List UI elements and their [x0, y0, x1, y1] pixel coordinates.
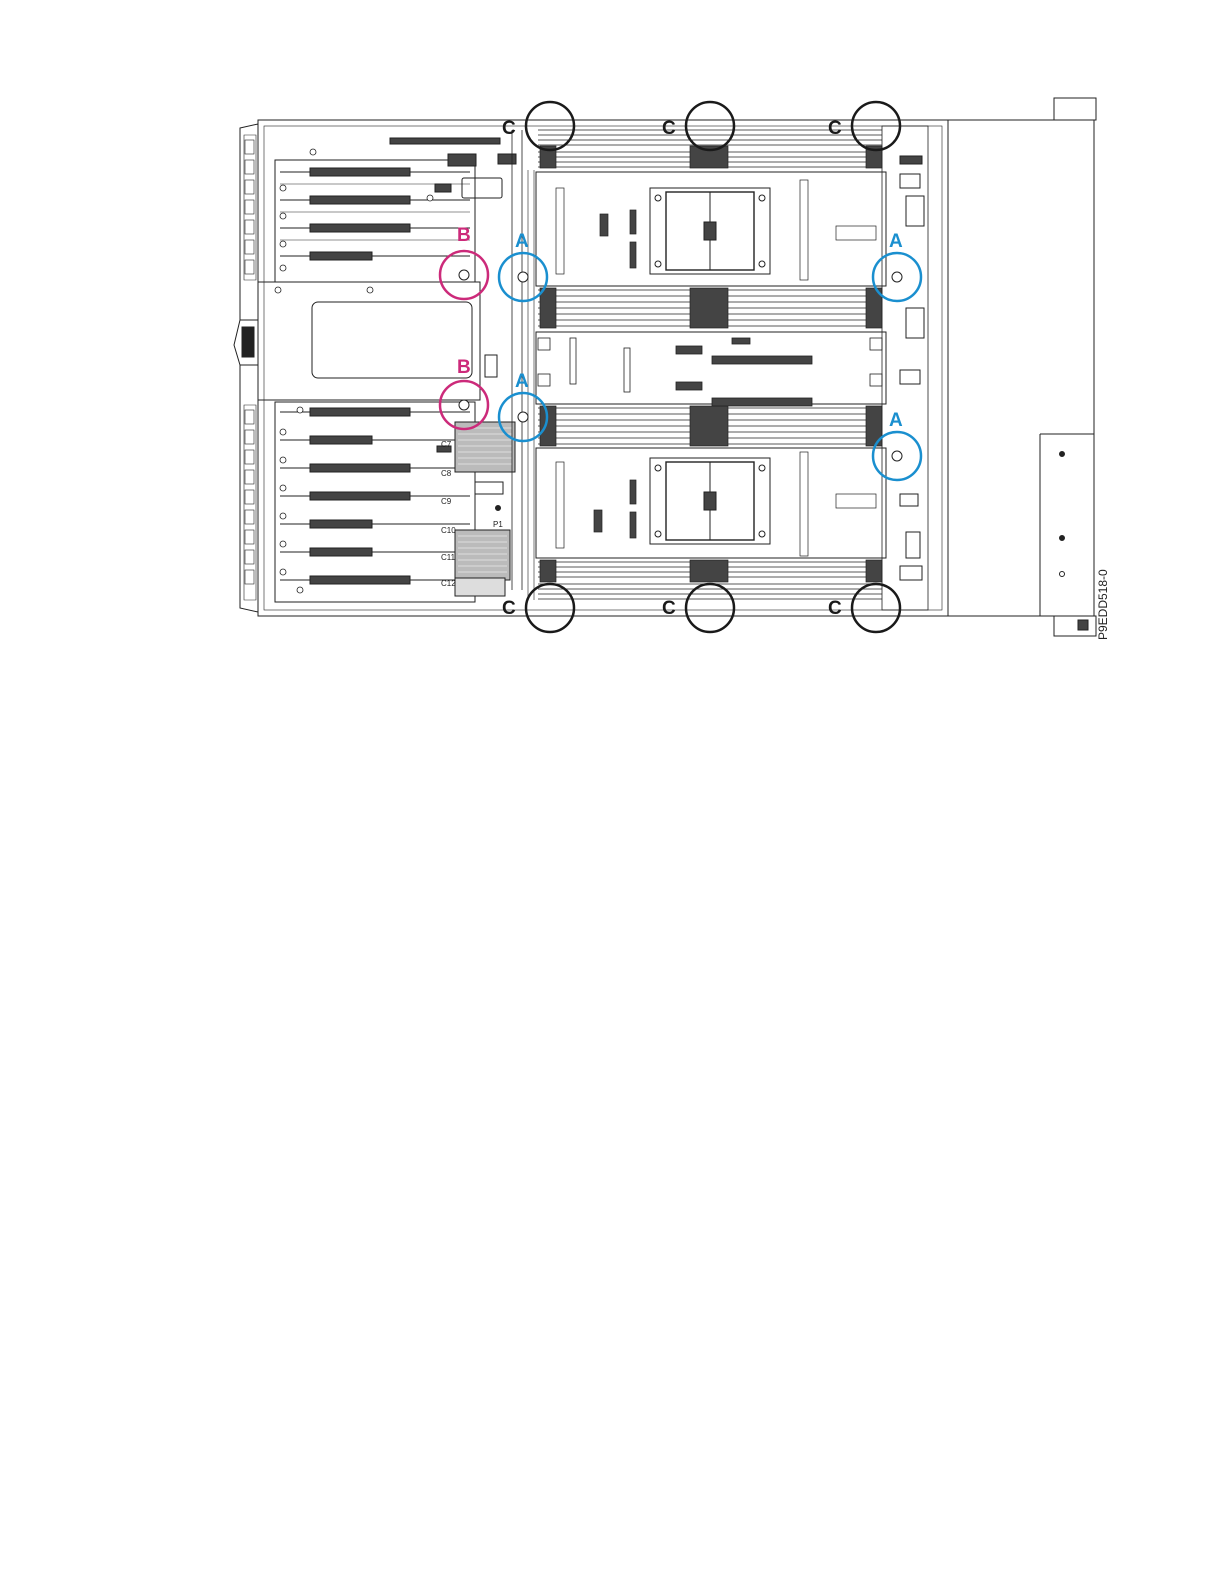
- callout-c4-circle: [526, 584, 574, 632]
- label-c10: C10: [441, 526, 456, 535]
- vrm-right-upper: [800, 180, 808, 280]
- connector-top: [462, 178, 502, 198]
- callout-c6-circle: [852, 584, 900, 632]
- callout-c4-letter: C: [502, 598, 516, 619]
- center-board: [536, 332, 886, 404]
- label-c11: C11: [441, 553, 456, 562]
- label-p1: P1: [493, 520, 503, 529]
- processor-socket-lower: [650, 458, 770, 544]
- callout-c1-letter: C: [502, 118, 516, 139]
- upper-pcie-cage: [275, 160, 475, 282]
- callout-a4-letter: A: [889, 410, 903, 431]
- callout-c6-letter: C: [828, 598, 842, 619]
- callout-b1-letter: B: [457, 225, 471, 246]
- chassis-outline: [258, 120, 948, 616]
- left-rear-bracket: [240, 124, 258, 612]
- callout-a1-letter: A: [515, 231, 529, 252]
- heatsink-lower: [455, 530, 510, 580]
- front-handle-bottom: [1054, 616, 1096, 636]
- storage-bay: [258, 282, 480, 400]
- vrm-left-lower: [556, 462, 564, 548]
- figure-id: P9EDD518-0: [1096, 569, 1110, 640]
- storage-bay-window: [312, 302, 472, 378]
- callout-c2-letter: C: [662, 118, 676, 139]
- dimm-bank-middle-lower: [538, 406, 882, 446]
- callout-b2-letter: B: [457, 357, 471, 378]
- dimm-bank-bottom: [538, 560, 882, 599]
- right-cable-channel: [882, 126, 928, 610]
- callout-c5-letter: C: [662, 598, 676, 619]
- label-c7: C7: [441, 440, 452, 449]
- callout-c5-circle: [686, 584, 734, 632]
- callout-c3-letter: C: [828, 118, 842, 139]
- upper-pcie-slots: [280, 168, 470, 260]
- connector: [475, 482, 503, 494]
- dimm-bank-middle-upper: [538, 288, 882, 328]
- processor-socket-upper: [650, 188, 770, 274]
- front-handle-top: [1054, 98, 1096, 120]
- label-c9: C9: [441, 497, 452, 506]
- server-chassis-drawing: C7 C8 C9 C10 C11 C12 P1 A A A A B B C C …: [0, 0, 1224, 700]
- vrm-right-lower: [800, 452, 808, 556]
- system-board-diagram: C7 C8 C9 C10 C11 C12 P1 A A A A B B C C …: [0, 0, 1224, 700]
- callout-a2-letter: A: [515, 371, 529, 392]
- vrm-left-upper: [556, 188, 564, 274]
- label-c8: C8: [441, 469, 452, 478]
- drive-cage: [948, 120, 1094, 616]
- callout-a3-letter: A: [889, 231, 903, 252]
- label-c12: C12: [441, 579, 456, 588]
